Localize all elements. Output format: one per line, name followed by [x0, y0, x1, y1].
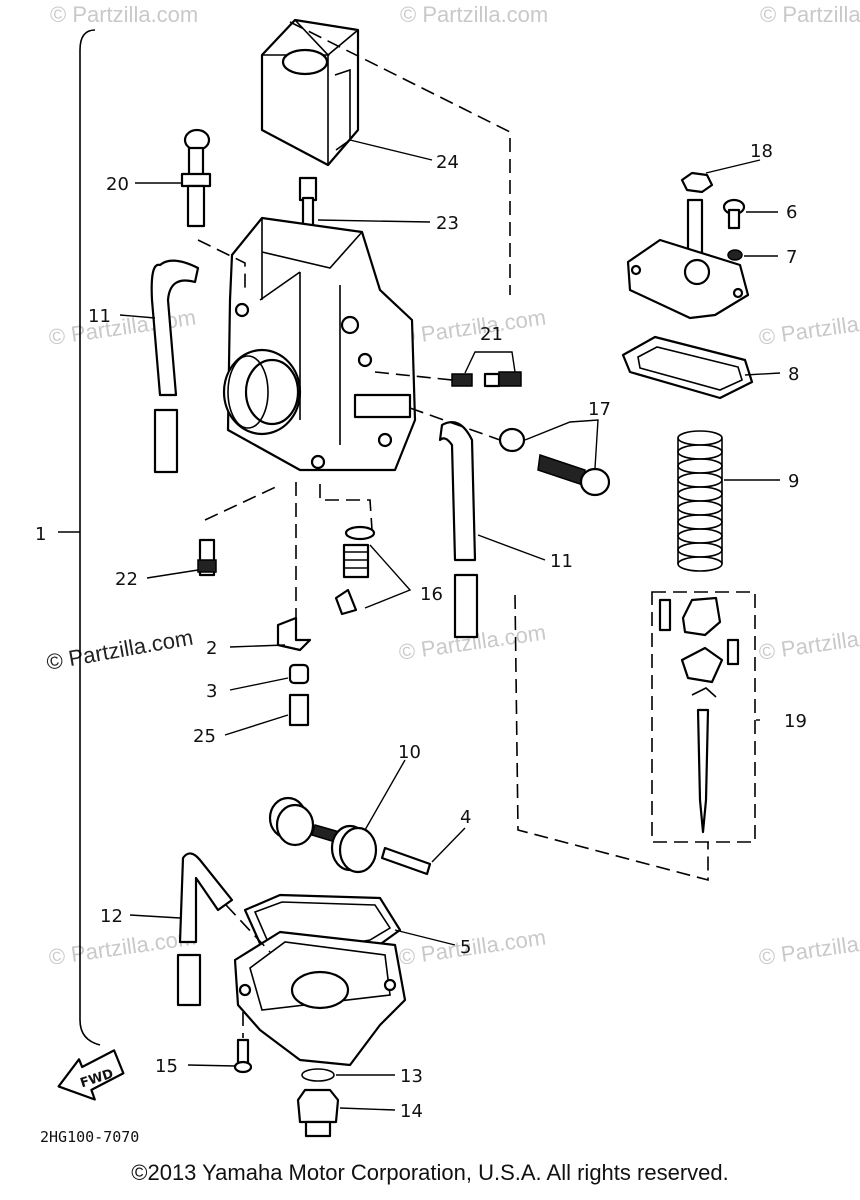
callout-5: 5	[460, 937, 471, 958]
callout-16: 16	[420, 584, 443, 605]
watermark: © Partzilla.com	[760, 2, 860, 27]
callout-19: 19	[784, 711, 807, 732]
part-14-drain-plug	[296, 1088, 340, 1138]
part-12-drain-hose	[176, 852, 234, 1007]
callout-4: 4	[460, 807, 471, 828]
part-10-float	[268, 796, 378, 874]
callout-2: 2	[206, 638, 217, 659]
part-17-throttle-stop-screw	[498, 427, 611, 497]
callout-8: 8	[788, 364, 799, 385]
callout-13: 13	[400, 1066, 423, 1087]
callout-11-right: 11	[550, 551, 573, 572]
assembly-bracket	[79, 29, 101, 1046]
callout-15: 15	[155, 1056, 178, 1077]
leader-lines	[119, 139, 781, 1111]
part-3-washer	[288, 663, 310, 685]
watermark: © Partzilla.com	[757, 305, 860, 350]
assembly-lines	[197, 21, 709, 1038]
callout-11-left: 11	[88, 306, 111, 327]
callout-12: 12	[100, 906, 123, 927]
callout-23: 23	[436, 213, 459, 234]
part-18-nut	[680, 171, 714, 194]
part-24-top-cover	[260, 18, 360, 167]
callout-20: 20	[106, 174, 129, 195]
part-8-cover-gasket	[621, 335, 754, 400]
diagram-code: 2HG100-7070	[40, 1128, 139, 1146]
callout-1: 1	[35, 524, 46, 545]
part-15-screw	[233, 1038, 253, 1074]
part-7-washer	[727, 249, 743, 261]
callout-9: 9	[788, 471, 799, 492]
part-20-starter-plunger	[180, 128, 212, 228]
callout-24: 24	[436, 152, 459, 173]
part-4-float-pin	[380, 846, 432, 876]
part-9-throttle-valve-spring	[677, 430, 723, 572]
watermark: © Partzilla.com	[757, 620, 860, 665]
part-11-vent-hose-left	[150, 259, 200, 474]
callout-22: 22	[115, 569, 138, 590]
watermark-dark: © Partzilla.com	[45, 625, 195, 675]
watermark: © Partzilla.com	[397, 305, 547, 350]
callout-25: 25	[193, 726, 216, 747]
callout-21: 21	[480, 324, 503, 345]
watermark: © Partzilla.com	[397, 925, 547, 970]
watermark: © Partzilla.com	[47, 925, 197, 970]
callout-10: 10	[398, 742, 421, 763]
callout-14: 14	[400, 1101, 423, 1122]
top-cover-plate	[626, 198, 750, 320]
part-13-o-ring	[301, 1068, 335, 1082]
fwd-arrow: FWD	[57, 1049, 125, 1101]
callout-3: 3	[206, 681, 217, 702]
callout-6: 6	[786, 202, 797, 223]
part-22-pilot-jet	[197, 538, 217, 577]
part-11-vent-hose-right	[438, 421, 479, 639]
callout-7: 7	[786, 247, 797, 268]
part-6-screw	[722, 198, 746, 230]
part-21-screws	[451, 371, 522, 388]
watermark: © Partzilla.com	[50, 2, 198, 27]
callout-18: 18	[750, 141, 773, 162]
callout-17: 17	[588, 399, 611, 420]
carburetor-body	[222, 216, 417, 472]
watermark: © Partzilla.com	[47, 305, 197, 350]
part-16-needle-valve	[334, 525, 376, 616]
watermark: © Partzilla.com	[400, 2, 548, 27]
callouts: 1 2 3 4 5 6 7 8 9 10 11 11 12 13 14 15 1…	[35, 141, 807, 1122]
part-19-jet-needle-set	[651, 591, 756, 843]
watermark: © Partzilla.com	[757, 925, 860, 970]
part-25-main-jet	[288, 693, 310, 727]
copyright-notice: ©2013 Yamaha Motor Corporation, U.S.A. A…	[131, 1160, 729, 1185]
float-bowl	[233, 930, 407, 1067]
